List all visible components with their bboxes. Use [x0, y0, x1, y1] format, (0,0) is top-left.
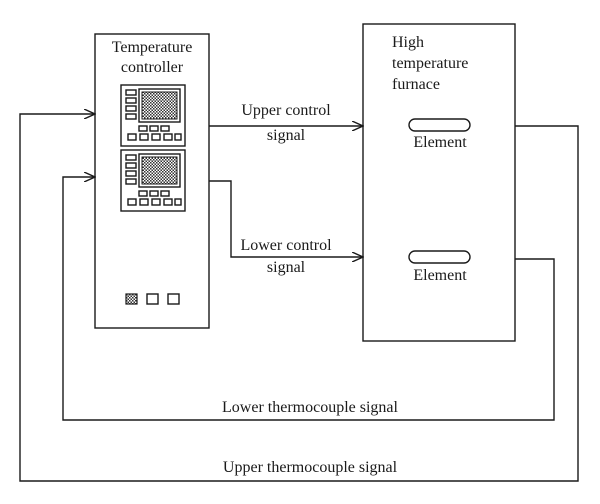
upper-control-label-line1: Upper control [241, 102, 331, 119]
upper-thermocouple-label: Upper thermocouple signal [223, 459, 398, 476]
lower-element-label: Element [413, 267, 467, 284]
upper-thermocouple-line [19, 114, 579, 482]
upper-unit-key [149, 125, 159, 132]
lower-unit-key [174, 198, 182, 206]
furnace-label-line3: furnace [392, 76, 440, 93]
lower-unit-key [138, 190, 148, 197]
lower-unit-key [149, 190, 159, 197]
lower-control-arrow [209, 180, 363, 257]
lower-unit-key [160, 190, 170, 197]
upper-unit-key [160, 125, 170, 132]
upper-heating-element [408, 118, 471, 132]
high-temperature-furnace: High temperature furnace Element Element [362, 23, 516, 342]
upper-controller-unit [120, 84, 186, 147]
upper-unit-key [138, 125, 148, 132]
upper-control-signal: Upper control signal [209, 102, 363, 144]
upper-unit-indicator [125, 89, 137, 96]
lower-heating-element [408, 250, 471, 264]
upper-unit-key [163, 133, 173, 141]
upper-unit-key [151, 133, 161, 141]
temperature-controller: Temperature controller [94, 33, 210, 329]
upper-unit-indicator [125, 105, 137, 112]
controller-label-line2: controller [121, 59, 184, 76]
lower-thermocouple-label: Lower thermocouple signal [222, 399, 399, 416]
lower-unit-indicator [125, 162, 137, 169]
lower-control-label-line1: Lower control [240, 237, 332, 254]
controller-power-button [125, 293, 138, 305]
lower-unit-key [163, 198, 173, 206]
furnace-label-line2: temperature [392, 55, 468, 72]
lower-control-signal: Lower control signal [209, 180, 363, 276]
controller-label-line1: Temperature [112, 39, 193, 56]
furnace-label-line1: High [392, 34, 424, 51]
upper-element-label: Element [413, 134, 467, 151]
lower-unit-indicator [125, 154, 137, 161]
lower-thermocouple-line [62, 177, 555, 421]
upper-unit-key [174, 133, 182, 141]
lower-unit-key [139, 198, 149, 206]
lower-control-label-line2: signal [267, 259, 306, 276]
upper-unit-indicator [125, 97, 137, 104]
upper-unit-display [141, 91, 178, 120]
controller-button [146, 293, 159, 305]
lower-controller-unit [120, 149, 186, 212]
controller-button [167, 293, 180, 305]
lower-unit-key [151, 198, 161, 206]
lower-unit-display [141, 156, 178, 185]
lower-unit-indicator [125, 170, 137, 177]
upper-thermocouple-signal: Upper thermocouple signal [19, 114, 579, 482]
lower-thermocouple-signal: Lower thermocouple signal [62, 177, 555, 421]
upper-unit-indicator [125, 113, 137, 120]
lower-unit-indicator [125, 178, 137, 185]
upper-unit-key [139, 133, 149, 141]
upper-unit-key [127, 133, 137, 141]
lower-unit-key [127, 198, 137, 206]
upper-control-label-line2: signal [267, 127, 306, 144]
furnace-box [362, 23, 516, 342]
